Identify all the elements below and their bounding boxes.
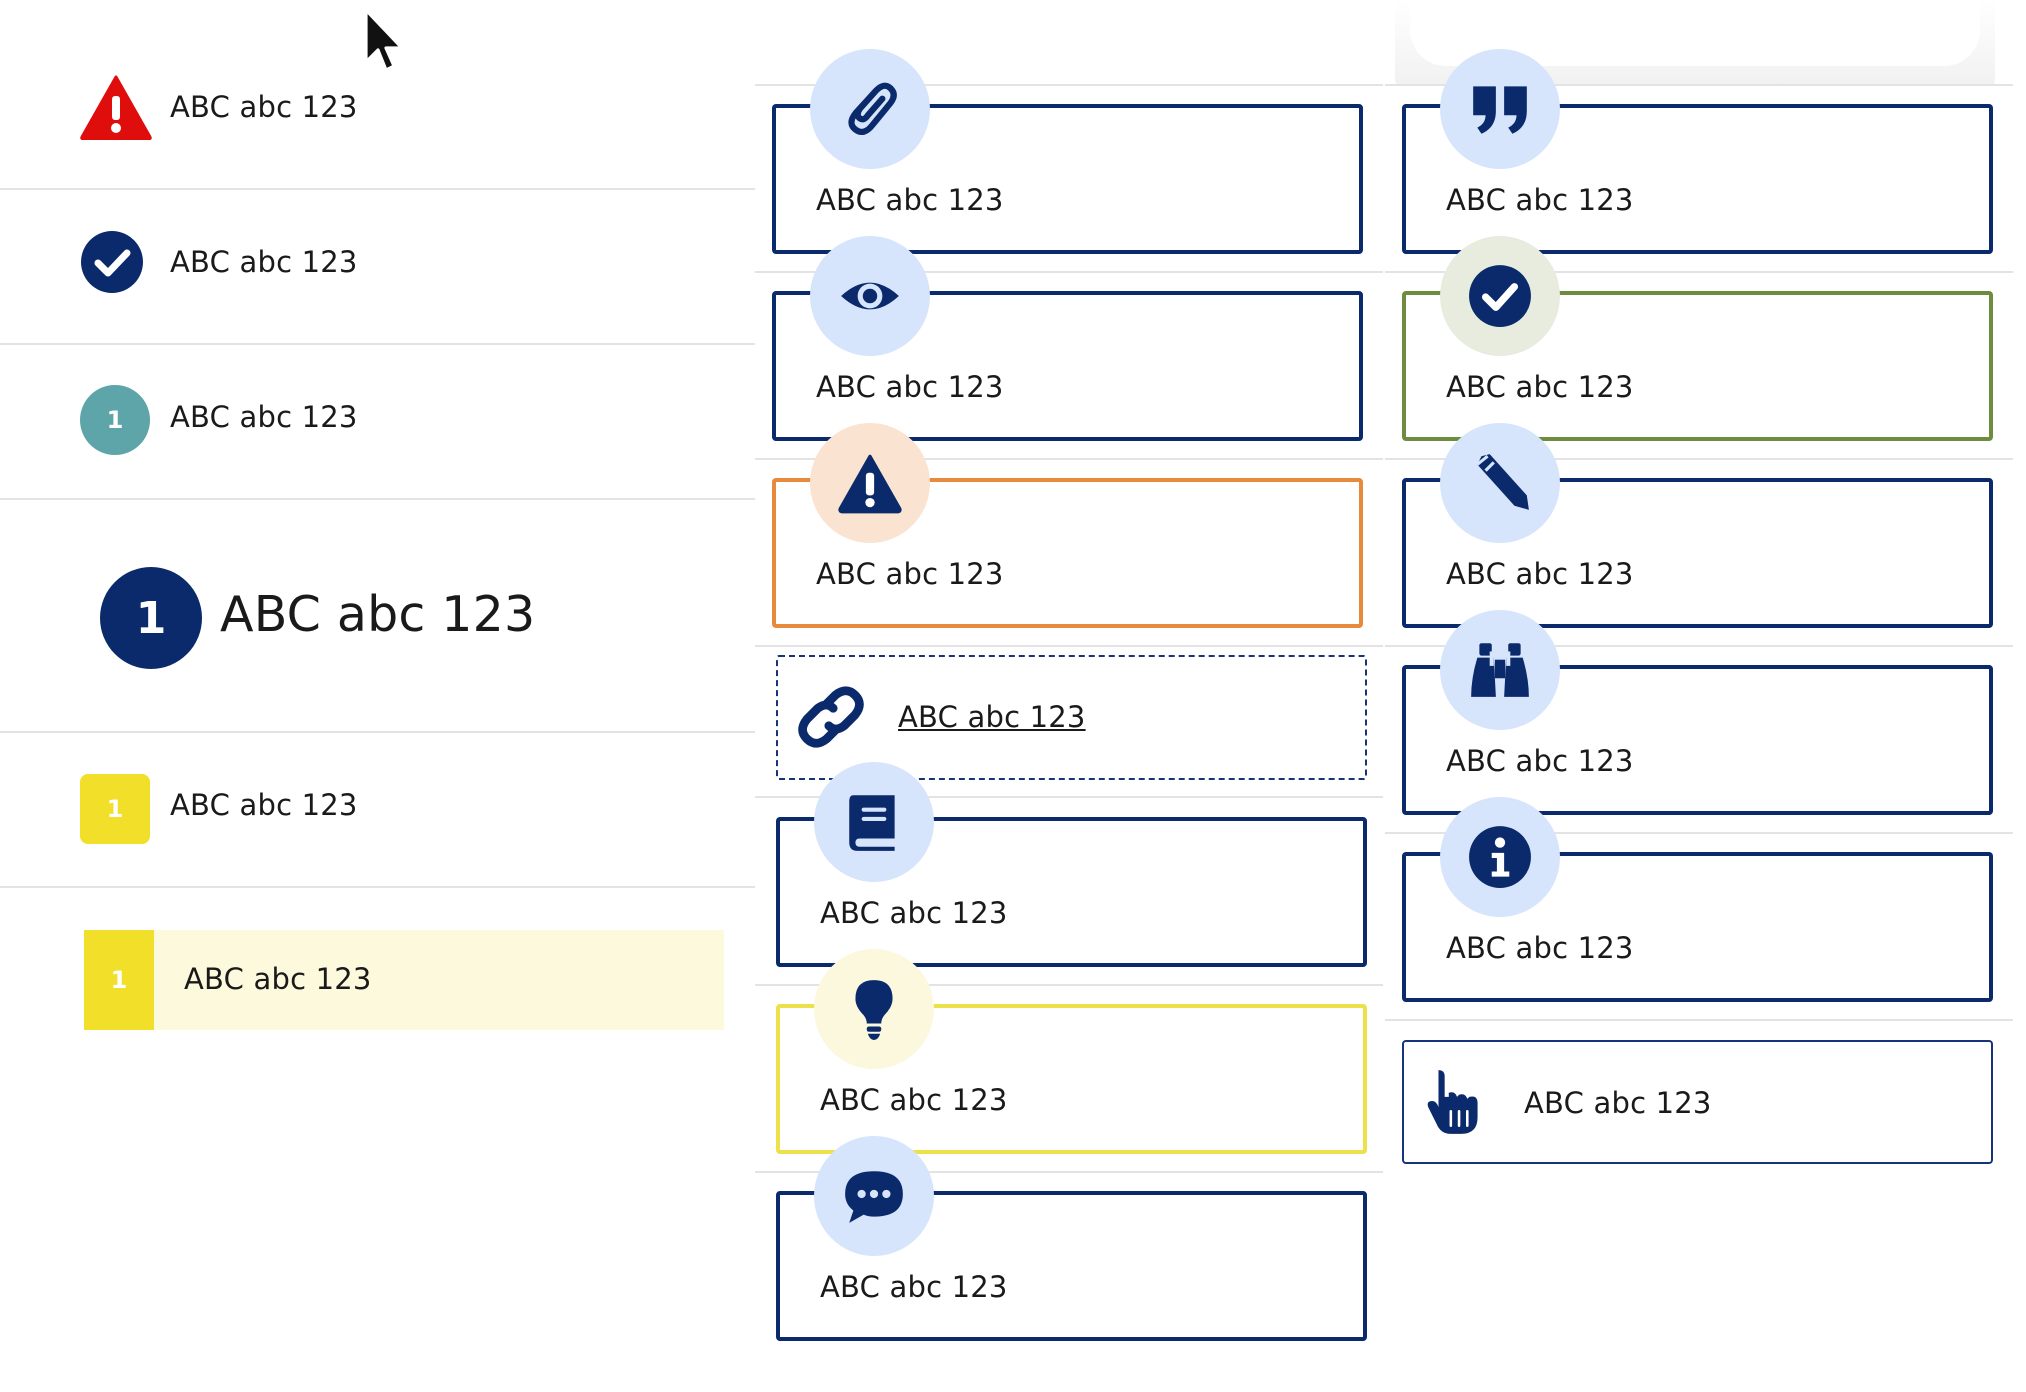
divider — [0, 498, 755, 500]
divider — [1385, 645, 2013, 647]
divider — [755, 645, 1383, 647]
divider — [0, 343, 755, 345]
card-icon-badge — [1440, 797, 1560, 917]
list-item-label: ABC abc 123 — [170, 90, 358, 124]
link-icon — [798, 686, 864, 748]
link-card[interactable] — [776, 655, 1367, 780]
card-label: ABC abc 123 — [816, 183, 1004, 217]
divider — [1385, 84, 2013, 86]
divider — [755, 1171, 1383, 1173]
card-label: ABC abc 123 — [1446, 557, 1634, 591]
card-icon-badge — [814, 762, 934, 882]
card-icon-badge — [1440, 236, 1560, 356]
divider — [755, 984, 1383, 986]
card-label: ABC abc 123 — [820, 1270, 1008, 1304]
card-label: ABC abc 123 — [820, 1083, 1008, 1117]
card-plain[interactable] — [1402, 1040, 1993, 1164]
card-label: ABC abc 123 — [1446, 931, 1634, 965]
link-label[interactable]: ABC abc 123 — [898, 700, 1086, 734]
step-number-badge: 1 — [100, 567, 202, 669]
check-circle-icon — [1469, 265, 1531, 327]
step-label: ABC abc 123 — [220, 586, 536, 643]
card-icon-badge — [814, 1136, 934, 1256]
card-label: ABC abc 123 — [1446, 744, 1634, 778]
divider — [755, 458, 1383, 460]
list-item-label: ABC abc 123 — [170, 788, 358, 822]
divider — [755, 796, 1383, 798]
number-badge: 1 — [80, 385, 150, 455]
divider — [1385, 1019, 2013, 1021]
check-circle-icon — [81, 231, 143, 293]
card-icon-badge — [1440, 49, 1560, 169]
divider — [0, 188, 755, 190]
list-item-label: ABC abc 123 — [170, 400, 358, 434]
mouse-cursor-icon — [364, 8, 404, 72]
list-item-label: ABC abc 123 — [170, 245, 358, 279]
book-icon — [849, 795, 895, 851]
divider — [1385, 832, 2013, 834]
pencil-icon — [1476, 454, 1529, 510]
speech-bubble-icon — [845, 1171, 903, 1223]
divider — [755, 271, 1383, 273]
divider — [1385, 458, 2013, 460]
paperclip-icon — [848, 82, 897, 136]
card-label: ABC abc 123 — [1524, 1086, 1712, 1120]
divider — [0, 731, 755, 733]
divider — [0, 886, 755, 888]
card-icon-badge — [1440, 423, 1560, 543]
number-block: 1 — [84, 930, 154, 1030]
eye-icon — [841, 282, 899, 310]
card-icon-badge — [1440, 610, 1560, 730]
quote-icon — [1473, 86, 1527, 134]
number-badge-square: 1 — [80, 774, 150, 844]
card-label: ABC abc 123 — [1446, 370, 1634, 404]
highlight-bar — [84, 930, 724, 1030]
card-icon-badge — [810, 423, 930, 543]
info-icon — [1469, 826, 1531, 888]
divider — [755, 84, 1383, 86]
warning-triangle-icon — [80, 75, 152, 140]
card-icon-badge — [810, 236, 930, 356]
card-label: ABC abc 123 — [816, 557, 1004, 591]
pointing-hand-icon — [1427, 1070, 1478, 1134]
highlight-label: ABC abc 123 — [184, 962, 372, 996]
card-label: ABC abc 123 — [820, 896, 1008, 930]
binoculars-icon — [1471, 643, 1529, 697]
lightbulb-icon — [855, 980, 893, 1040]
card-label: ABC abc 123 — [1446, 183, 1634, 217]
divider — [1385, 271, 2013, 273]
warning-icon — [838, 454, 902, 514]
card-icon-badge — [810, 49, 930, 169]
card-icon-badge — [814, 949, 934, 1069]
card-label: ABC abc 123 — [816, 370, 1004, 404]
